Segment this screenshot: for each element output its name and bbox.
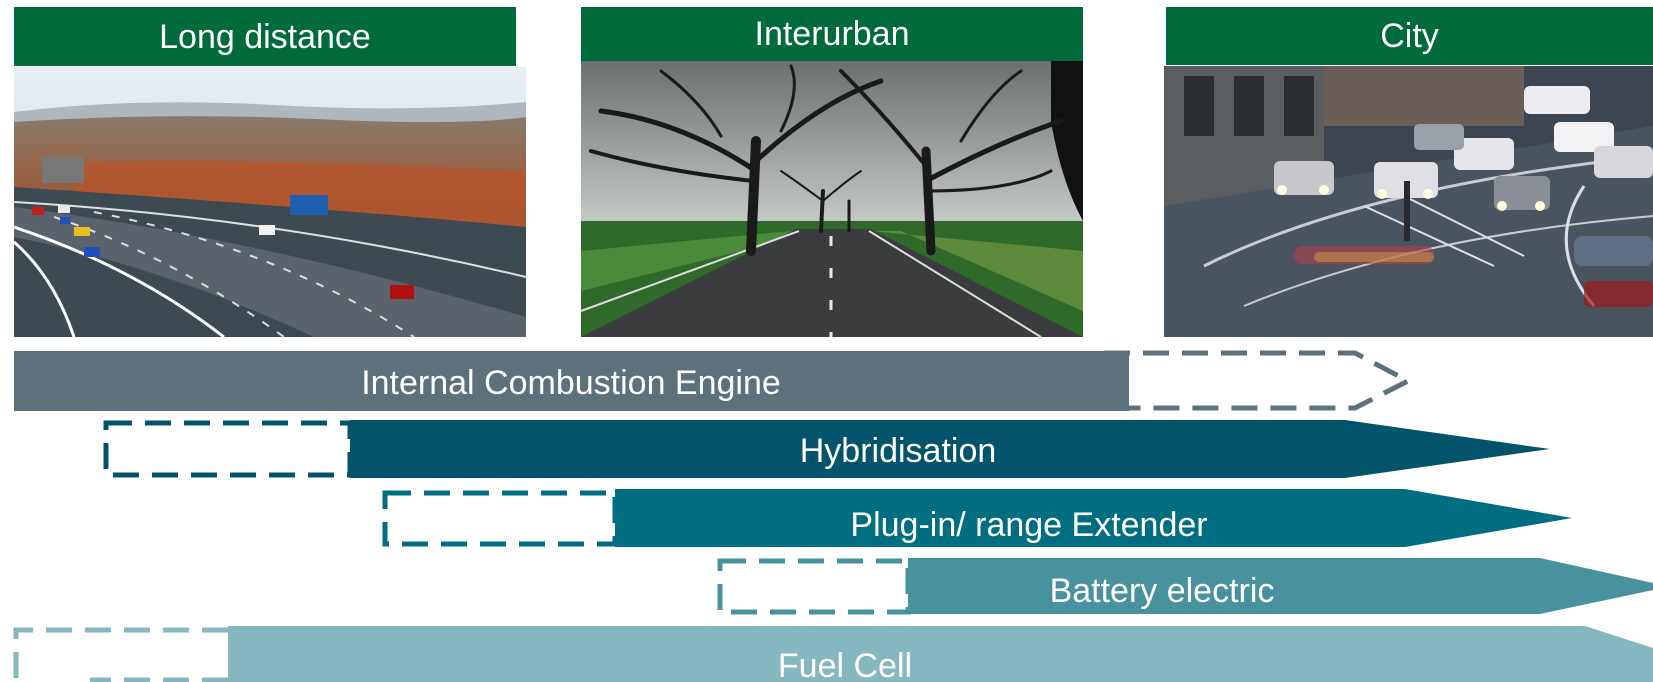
tree-lined-road-image <box>581 61 1083 337</box>
tech-battery-electric: Battery electric <box>717 558 1653 615</box>
plugin-label: Plug-in/ range Extender <box>850 506 1207 544</box>
tech-plug-in-range-extender: Plug-in/ range Extender <box>382 489 1572 547</box>
fuelcell-label: Fuel Cell <box>778 647 912 682</box>
tech-hybridisation: Hybridisation <box>103 420 1550 478</box>
fuelcell-dashed-start <box>13 627 228 682</box>
ice-dashed-extension <box>1104 350 1414 411</box>
header-city: City <box>1166 7 1653 65</box>
tech-internal-combustion-engine: Internal Combustion Engine <box>14 350 1414 411</box>
fuelcell-solid-arrow <box>228 626 1653 682</box>
ice-solid-bar <box>14 351 1129 411</box>
ice-label: Internal Combustion Engine <box>361 364 781 402</box>
battery-dashed-start <box>717 558 911 615</box>
battery-solid-arrow <box>908 558 1653 614</box>
hybrid-solid-arrow <box>350 420 1550 478</box>
plugin-dashed-start <box>382 490 618 547</box>
header-long-distance: Long distance <box>14 7 516 66</box>
tech-fuel-cell: Fuel Cell <box>13 626 1653 682</box>
city-traffic-image <box>1164 66 1653 337</box>
header-interurban: Interurban <box>581 7 1083 61</box>
highway-image <box>14 67 526 337</box>
battery-label: Battery electric <box>1050 572 1275 610</box>
hybrid-label: Hybridisation <box>800 432 997 470</box>
hybrid-dashed-start <box>103 420 353 478</box>
plugin-solid-arrow <box>615 489 1572 547</box>
